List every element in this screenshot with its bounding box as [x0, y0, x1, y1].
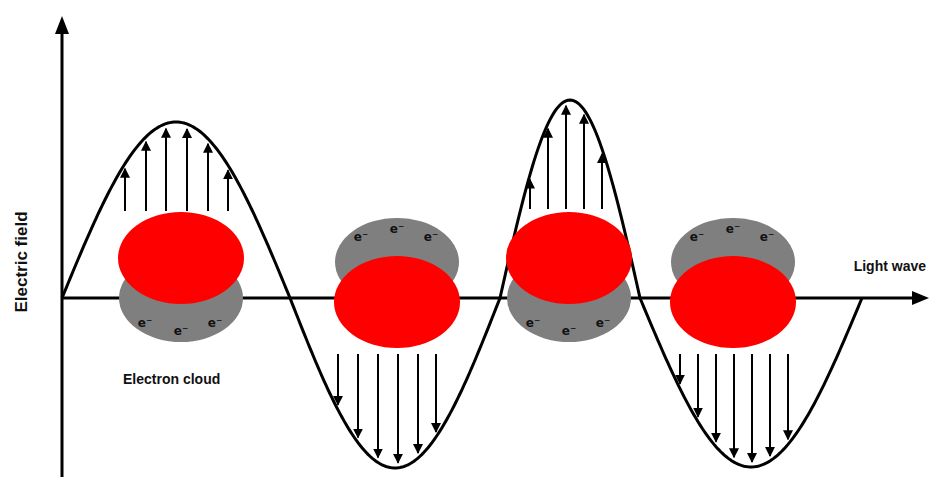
field-arrow: [227, 170, 229, 211]
field-arrow: [337, 354, 339, 405]
field-arrow: [124, 169, 126, 211]
y-axis-head: [55, 16, 69, 34]
electron-symbol: e⁻: [138, 317, 152, 329]
electron-symbol: e⁻: [562, 325, 576, 337]
field-arrow: [377, 354, 379, 458]
electron-symbol: e⁻: [526, 317, 540, 329]
axis-label: Light wave: [854, 259, 926, 274]
field-arrow: [751, 354, 753, 462]
electron-symbol: e⁻: [424, 231, 438, 243]
field-arrow: [697, 354, 699, 417]
field-arrow: [583, 115, 585, 209]
field-arrow: [565, 106, 567, 209]
field-arrow: [733, 354, 735, 457]
field-arrow: [787, 354, 789, 439]
field-arrow: [715, 354, 717, 442]
electron-cloud: e⁻ e⁻ e⁻: [119, 254, 243, 342]
electron-symbol: e⁻: [390, 223, 404, 235]
nucleus: [118, 212, 244, 304]
field-arrow: [601, 154, 603, 209]
electron-symbol: e⁻: [596, 317, 610, 329]
field-arrow: [679, 354, 681, 384]
field-arrow: [207, 144, 209, 211]
nucleus: [670, 256, 796, 348]
field-arrow: [397, 354, 399, 463]
electron-symbol: e⁻: [354, 231, 368, 243]
callout-label: Electron cloud: [123, 372, 220, 387]
field-arrow: [186, 129, 188, 211]
electron-symbol: e⁻: [760, 231, 774, 243]
electron-symbol: e⁻: [726, 223, 740, 235]
light-wave-curve: [62, 100, 862, 468]
field-arrow: [357, 354, 359, 438]
field-arrow: [769, 354, 771, 456]
electron-cloud: e⁻ e⁻ e⁻: [335, 218, 459, 306]
electron-cloud: e⁻ e⁻ e⁻: [507, 254, 631, 342]
electron-cloud: e⁻ e⁻ e⁻: [671, 218, 795, 306]
electron-symbol: e⁻: [174, 325, 188, 337]
field-arrow: [547, 129, 549, 209]
wave-group: [62, 100, 862, 468]
x-axis-head: [912, 291, 929, 305]
field-arrow: [417, 354, 419, 453]
electron-symbol: e⁻: [690, 231, 704, 243]
field-arrow: [529, 180, 531, 209]
axis-title: Electric field: [13, 211, 32, 312]
field-arrow: [145, 142, 147, 211]
nucleus: [506, 212, 632, 304]
electron-symbol: e⁻: [208, 317, 222, 329]
y-axis: [61, 30, 64, 477]
field-arrow: [165, 129, 167, 211]
nucleus: [334, 256, 460, 348]
field-arrow: [435, 354, 437, 432]
